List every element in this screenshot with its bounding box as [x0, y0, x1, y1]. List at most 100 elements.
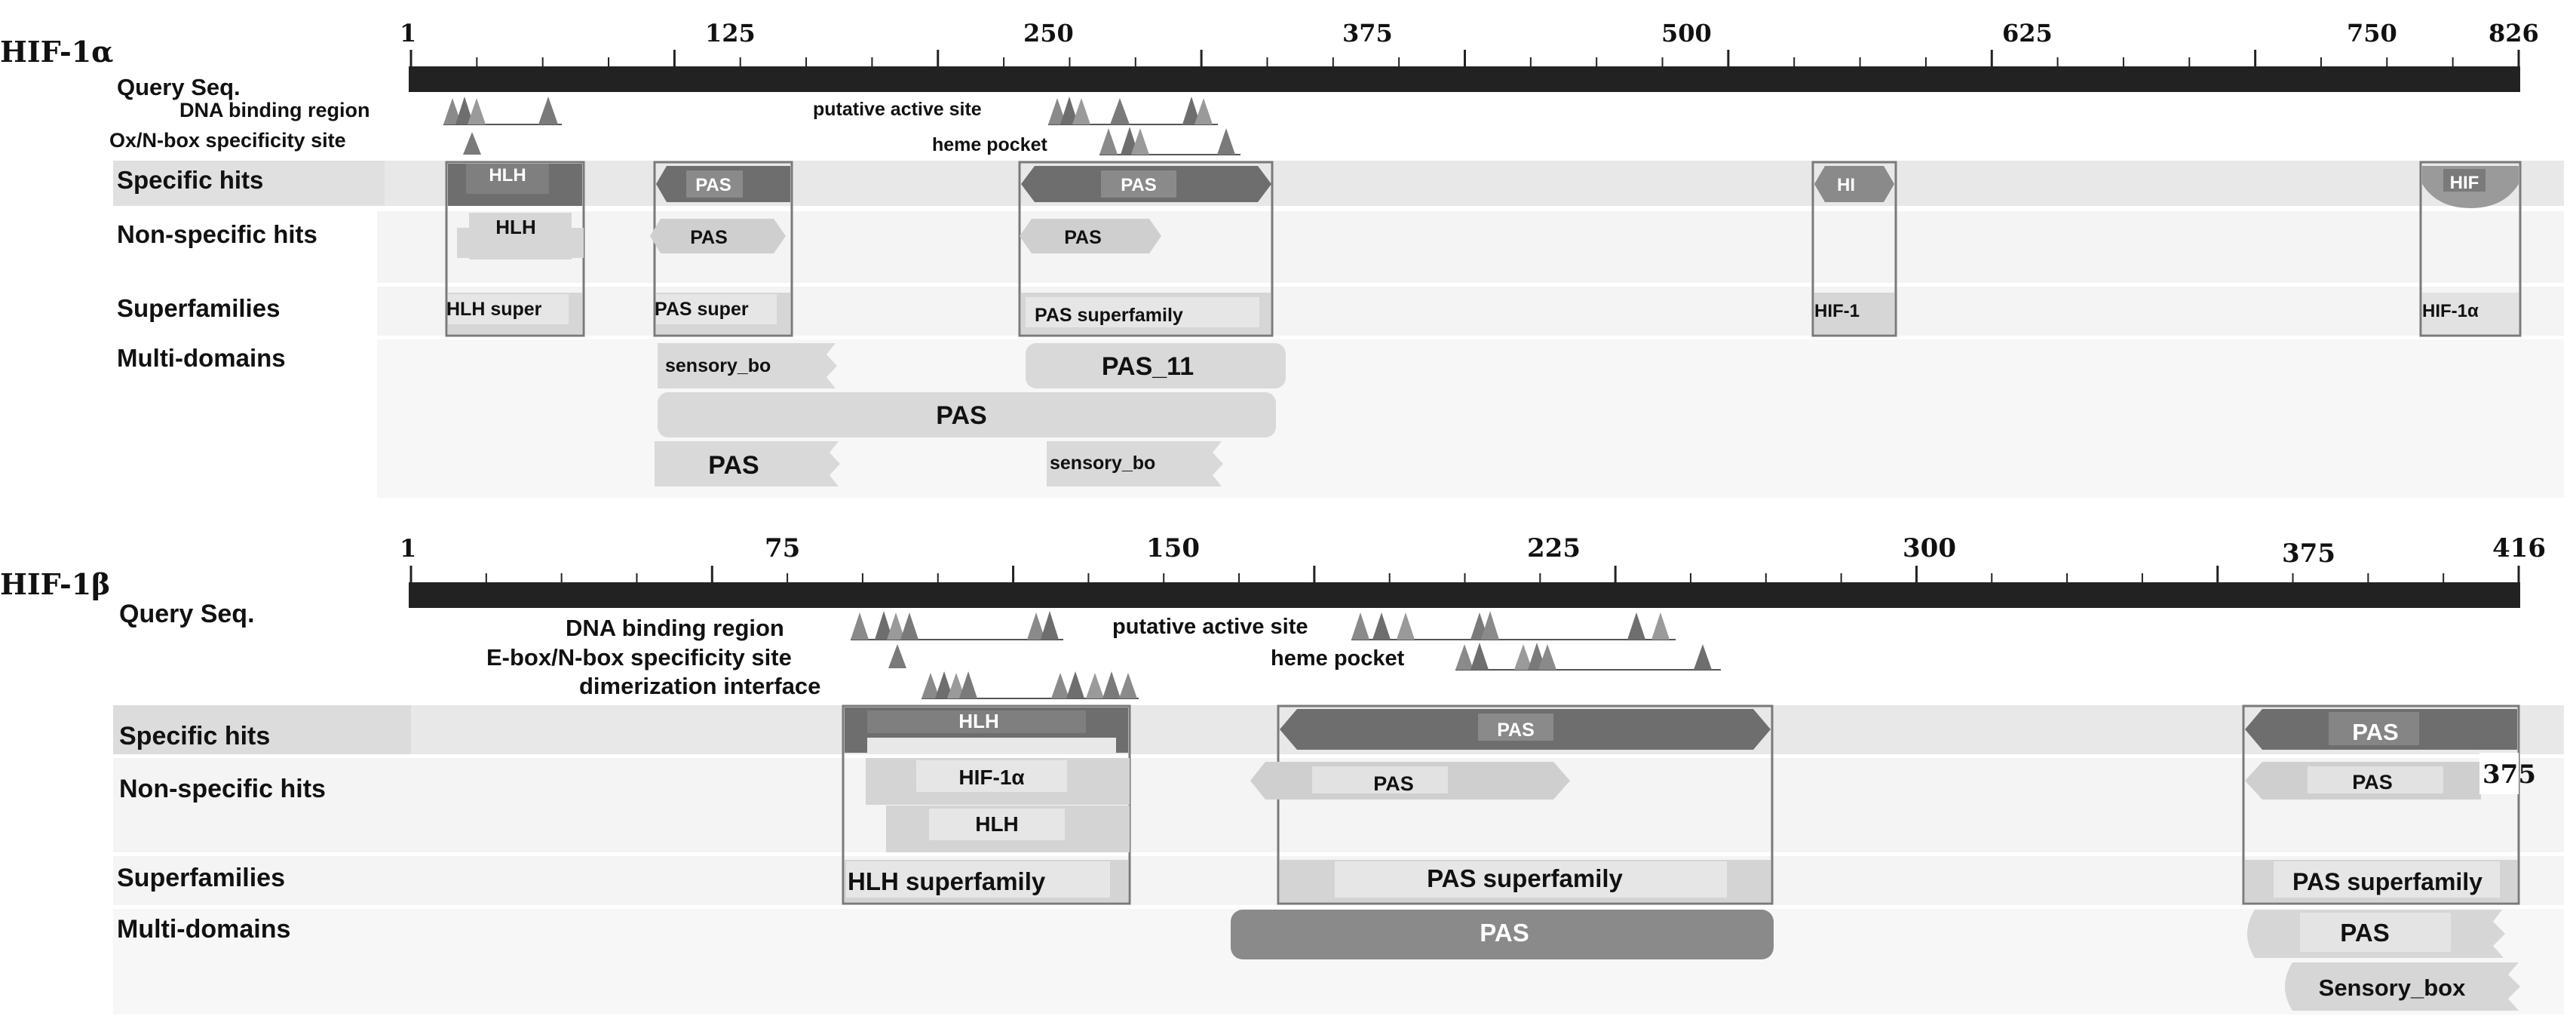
- nonspecific-hit[interactable]: HLH: [886, 806, 1130, 852]
- tick-label: 375: [2282, 539, 2335, 569]
- superfamily-hit[interactable]: PAS superfamily: [1021, 293, 1271, 334]
- svg-text:PAS: PAS: [690, 227, 728, 248]
- tick-label: 750: [2347, 19, 2397, 48]
- svg-text:HLH superfamily: HLH superfamily: [848, 867, 1046, 895]
- feature-label: Ox/N-box specificity site: [109, 129, 346, 152]
- multidomain-hit[interactable]: sensory_bo: [1047, 441, 1223, 486]
- superfamily-hit[interactable]: PAS super: [655, 293, 790, 334]
- feature-track-ebox: [888, 644, 906, 668]
- domain-box-pas-a: [653, 161, 793, 337]
- svg-text:PAS: PAS: [1064, 227, 1102, 248]
- multidomain-hit[interactable]: PAS: [655, 441, 840, 486]
- svg-text:375: 375: [2482, 760, 2536, 790]
- feature-track-active-site: [1048, 97, 1218, 125]
- tick-label: 150: [1146, 533, 1200, 563]
- multidomain-hit[interactable]: PAS: [1231, 910, 1774, 959]
- svg-text:PAS: PAS: [1121, 175, 1157, 195]
- nonspecific-hit[interactable]: PAS: [1020, 219, 1161, 253]
- svg-text:PAS superfamily: PAS superfamily: [2292, 868, 2482, 895]
- row-label-query: Query Seq.: [117, 74, 241, 100]
- row-label-query: Query Seq.: [119, 600, 255, 628]
- feature-track-active-site: [1351, 611, 1676, 640]
- nonspecific-hit[interactable]: PAS: [2245, 762, 2481, 800]
- svg-text:PAS: PAS: [2352, 719, 2398, 745]
- specific-hit[interactable]: PAS: [656, 166, 790, 202]
- specific-hit[interactable]: HLH: [845, 707, 1128, 753]
- multidomain-hit[interactable]: Sensory_box: [2285, 962, 2520, 1011]
- row-label-nonspecific: Non-specific hits: [117, 220, 317, 248]
- svg-text:PAS: PAS: [695, 175, 731, 195]
- nonspecific-hit[interactable]: PAS: [650, 219, 786, 253]
- tick-label: 125: [705, 19, 756, 48]
- query-seq-bar: [409, 66, 2520, 92]
- domain-box-hif1a: [2419, 161, 2522, 337]
- superfamily-hit[interactable]: PAS superfamily: [1280, 860, 1771, 902]
- multidomain-hit[interactable]: PAS: [2247, 910, 2505, 958]
- specific-band-left: [113, 161, 385, 206]
- row-label-superfamilies: Superfamilies: [117, 294, 280, 322]
- feature-track-heme: [1455, 643, 1721, 671]
- nonspecific-hit[interactable]: HLH: [457, 213, 584, 259]
- svg-text:HLH: HLH: [489, 165, 526, 186]
- multidomain-hit[interactable]: PAS: [658, 392, 1276, 437]
- tick-label: 1: [400, 19, 416, 48]
- superfamily-hit[interactable]: HIF-1α: [2422, 293, 2519, 334]
- feature-label: heme pocket: [1271, 646, 1405, 671]
- svg-text:PAS_11: PAS_11: [1102, 352, 1194, 381]
- svg-text:PAS: PAS: [708, 451, 759, 480]
- multidomain-hit[interactable]: PAS_11: [1026, 343, 1286, 388]
- nonspecific-hit[interactable]: PAS: [1250, 762, 1570, 800]
- specific-hit[interactable]: HIF: [2422, 166, 2519, 208]
- tick-label: 500: [1661, 19, 1712, 48]
- multidomain-hit[interactable]: sensory_bo: [658, 343, 837, 388]
- specific-hit[interactable]: PAS: [1021, 166, 1271, 202]
- domain-box-pas-b: [2242, 704, 2520, 905]
- query-seq-bar: [409, 582, 2520, 608]
- svg-text:HIF: HIF: [2450, 173, 2479, 193]
- specific-hit[interactable]: PAS: [2245, 709, 2517, 750]
- superfamily-hit[interactable]: HIF-1: [1814, 293, 1894, 334]
- svg-text:HIF-1: HIF-1: [1814, 301, 1860, 321]
- feature-track-dimerization: [922, 671, 1139, 699]
- row-label-multidomains: Multi-domains: [117, 915, 290, 944]
- svg-text:sensory_bo: sensory_bo: [1050, 453, 1155, 474]
- tick-label: 375: [1342, 19, 1393, 48]
- feature-label: dimerization interface: [579, 673, 820, 699]
- row-label-multidomains: Multi-domains: [117, 344, 286, 372]
- superfamily-hit[interactable]: HLH super: [446, 293, 582, 334]
- svg-text:HIF-1α: HIF-1α: [958, 766, 1024, 789]
- row-label-specific: Specific hits: [117, 166, 263, 194]
- svg-text:HLH: HLH: [958, 710, 998, 732]
- specific-hit[interactable]: HI: [1814, 166, 1894, 202]
- panel-title: HIF-1β: [0, 567, 110, 601]
- domain-box-pas-b: [1018, 161, 1274, 337]
- nonspecific-hit[interactable]: HIF-1α: [866, 758, 1130, 805]
- tick-label: 75: [765, 533, 800, 563]
- superfamily-hit[interactable]: HLH superfamily: [845, 860, 1128, 902]
- svg-text:HLH: HLH: [495, 216, 535, 238]
- feature-label: DNA binding region: [566, 615, 784, 641]
- svg-text:PAS: PAS: [936, 401, 986, 430]
- feature-track-dna-binding: [851, 611, 1063, 640]
- panel-hif1a: HIF-1α Query Seq. Specific hits Non-spec…: [0, 19, 2564, 498]
- row-label-nonspecific: Non-specific hits: [119, 775, 326, 803]
- ruler-ticks: [409, 566, 2520, 582]
- svg-text:PAS: PAS: [1480, 919, 1529, 947]
- specific-hit[interactable]: HLH: [448, 164, 582, 206]
- feature-label: putative active site: [813, 99, 982, 120]
- domain-box-pas-a: [1277, 704, 1774, 905]
- row-label-specific: Specific hits: [119, 722, 270, 750]
- feature-track-oxbox: [463, 132, 481, 155]
- svg-text:PAS: PAS: [1497, 720, 1535, 741]
- tick-label: 416: [2492, 533, 2546, 563]
- svg-text:HI: HI: [1837, 175, 1855, 195]
- feature-label: putative active site: [1112, 615, 1308, 639]
- feature-label: heme pocket: [932, 134, 1048, 155]
- tick-label: 1: [400, 534, 416, 563]
- superfamily-hit[interactable]: PAS superfamily: [2245, 860, 2517, 902]
- domain-box-hif1: [1811, 161, 1897, 337]
- specific-hit[interactable]: PAS: [1280, 709, 1771, 750]
- svg-text:HLH: HLH: [975, 812, 1019, 836]
- panel-hif1b: HIF-1β Query Seq. Specific hits Non-spec…: [0, 533, 2564, 1014]
